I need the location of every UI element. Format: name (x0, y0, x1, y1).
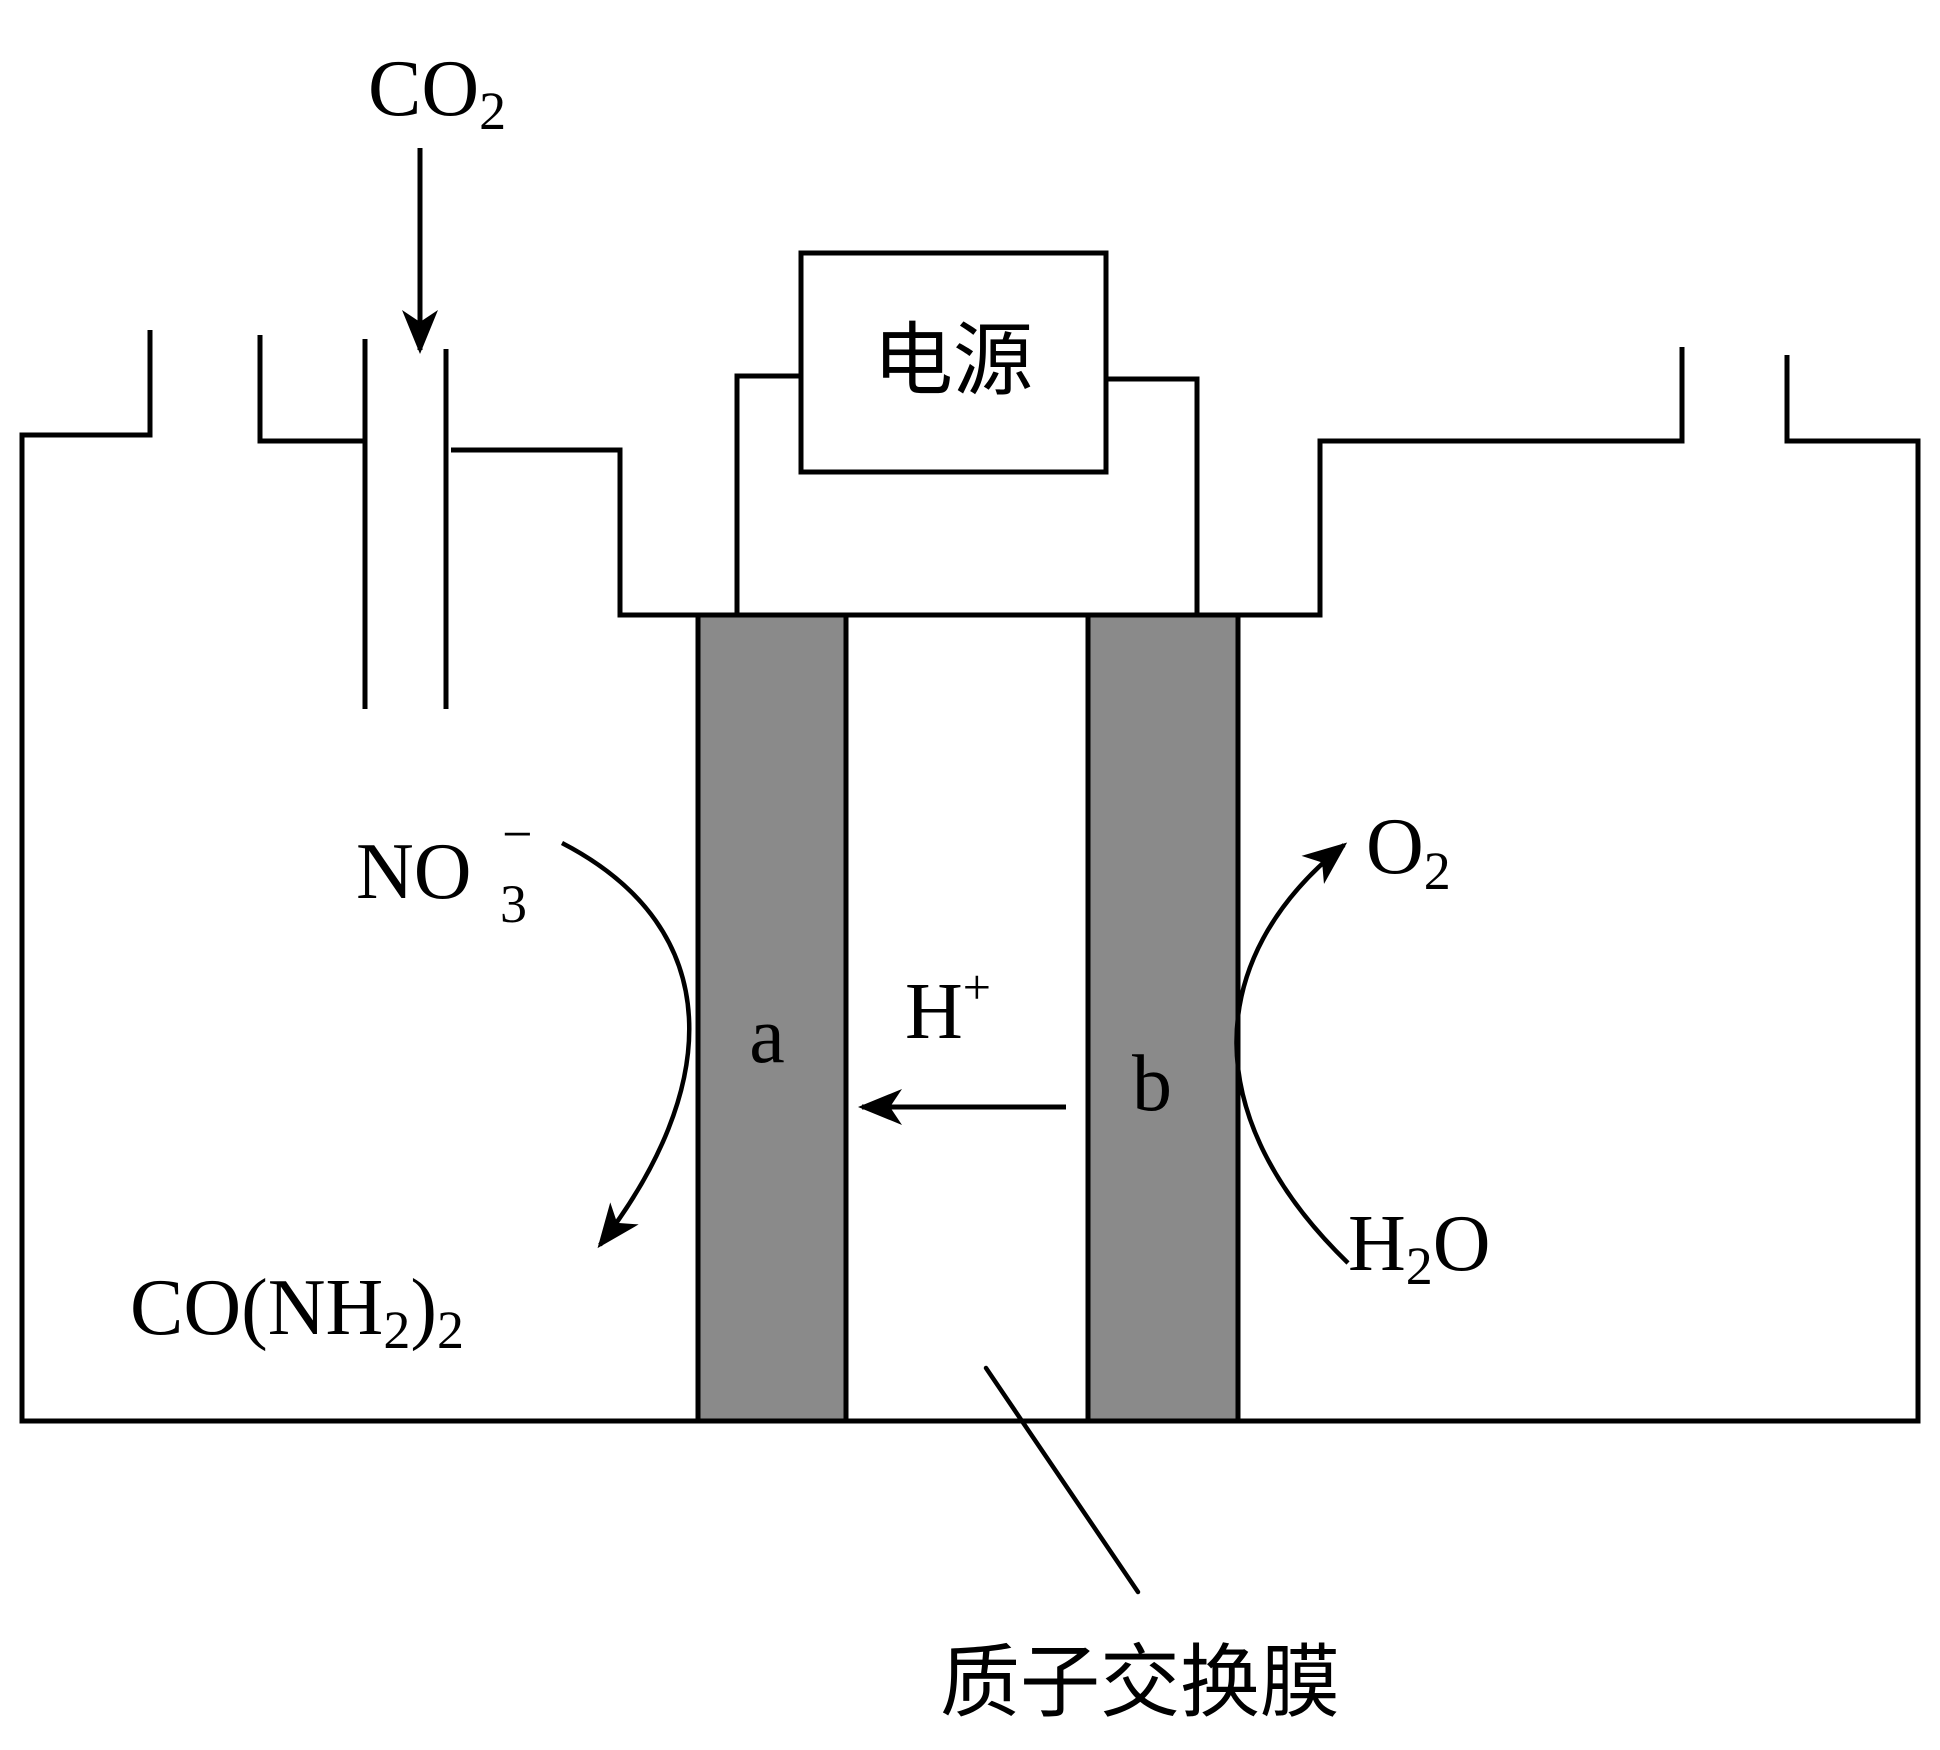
co2-label: CO2 (368, 45, 506, 141)
wire-left (734, 373, 801, 615)
power-source-label: 电源 (873, 314, 1033, 407)
proton-label: H+ (905, 959, 991, 1056)
nitrate-superscript: − (502, 804, 532, 864)
electrode-a-label: a (749, 992, 785, 1080)
urea-label: CO(NH2)2 (130, 1264, 464, 1360)
wire-right (1106, 376, 1200, 615)
water-to-oxygen-arrow (1234, 842, 1350, 1265)
electrode-b (1085, 612, 1241, 1424)
water-label: H2O (1348, 1200, 1491, 1296)
electrode-a (695, 612, 849, 1424)
electrode-b-label: b (1132, 1040, 1172, 1128)
oxygen-label: O2 (1366, 803, 1451, 901)
nitrate-label: NO (356, 828, 472, 916)
membrane-leader-line (983, 1365, 1141, 1595)
nitrate-subscript: 3 (500, 874, 527, 934)
membrane-label: 质子交换膜 (940, 1636, 1340, 1729)
nitrate-to-urea-arrow (560, 841, 692, 1249)
tank-outline (19, 330, 1921, 1424)
power-source-box (798, 250, 1109, 475)
